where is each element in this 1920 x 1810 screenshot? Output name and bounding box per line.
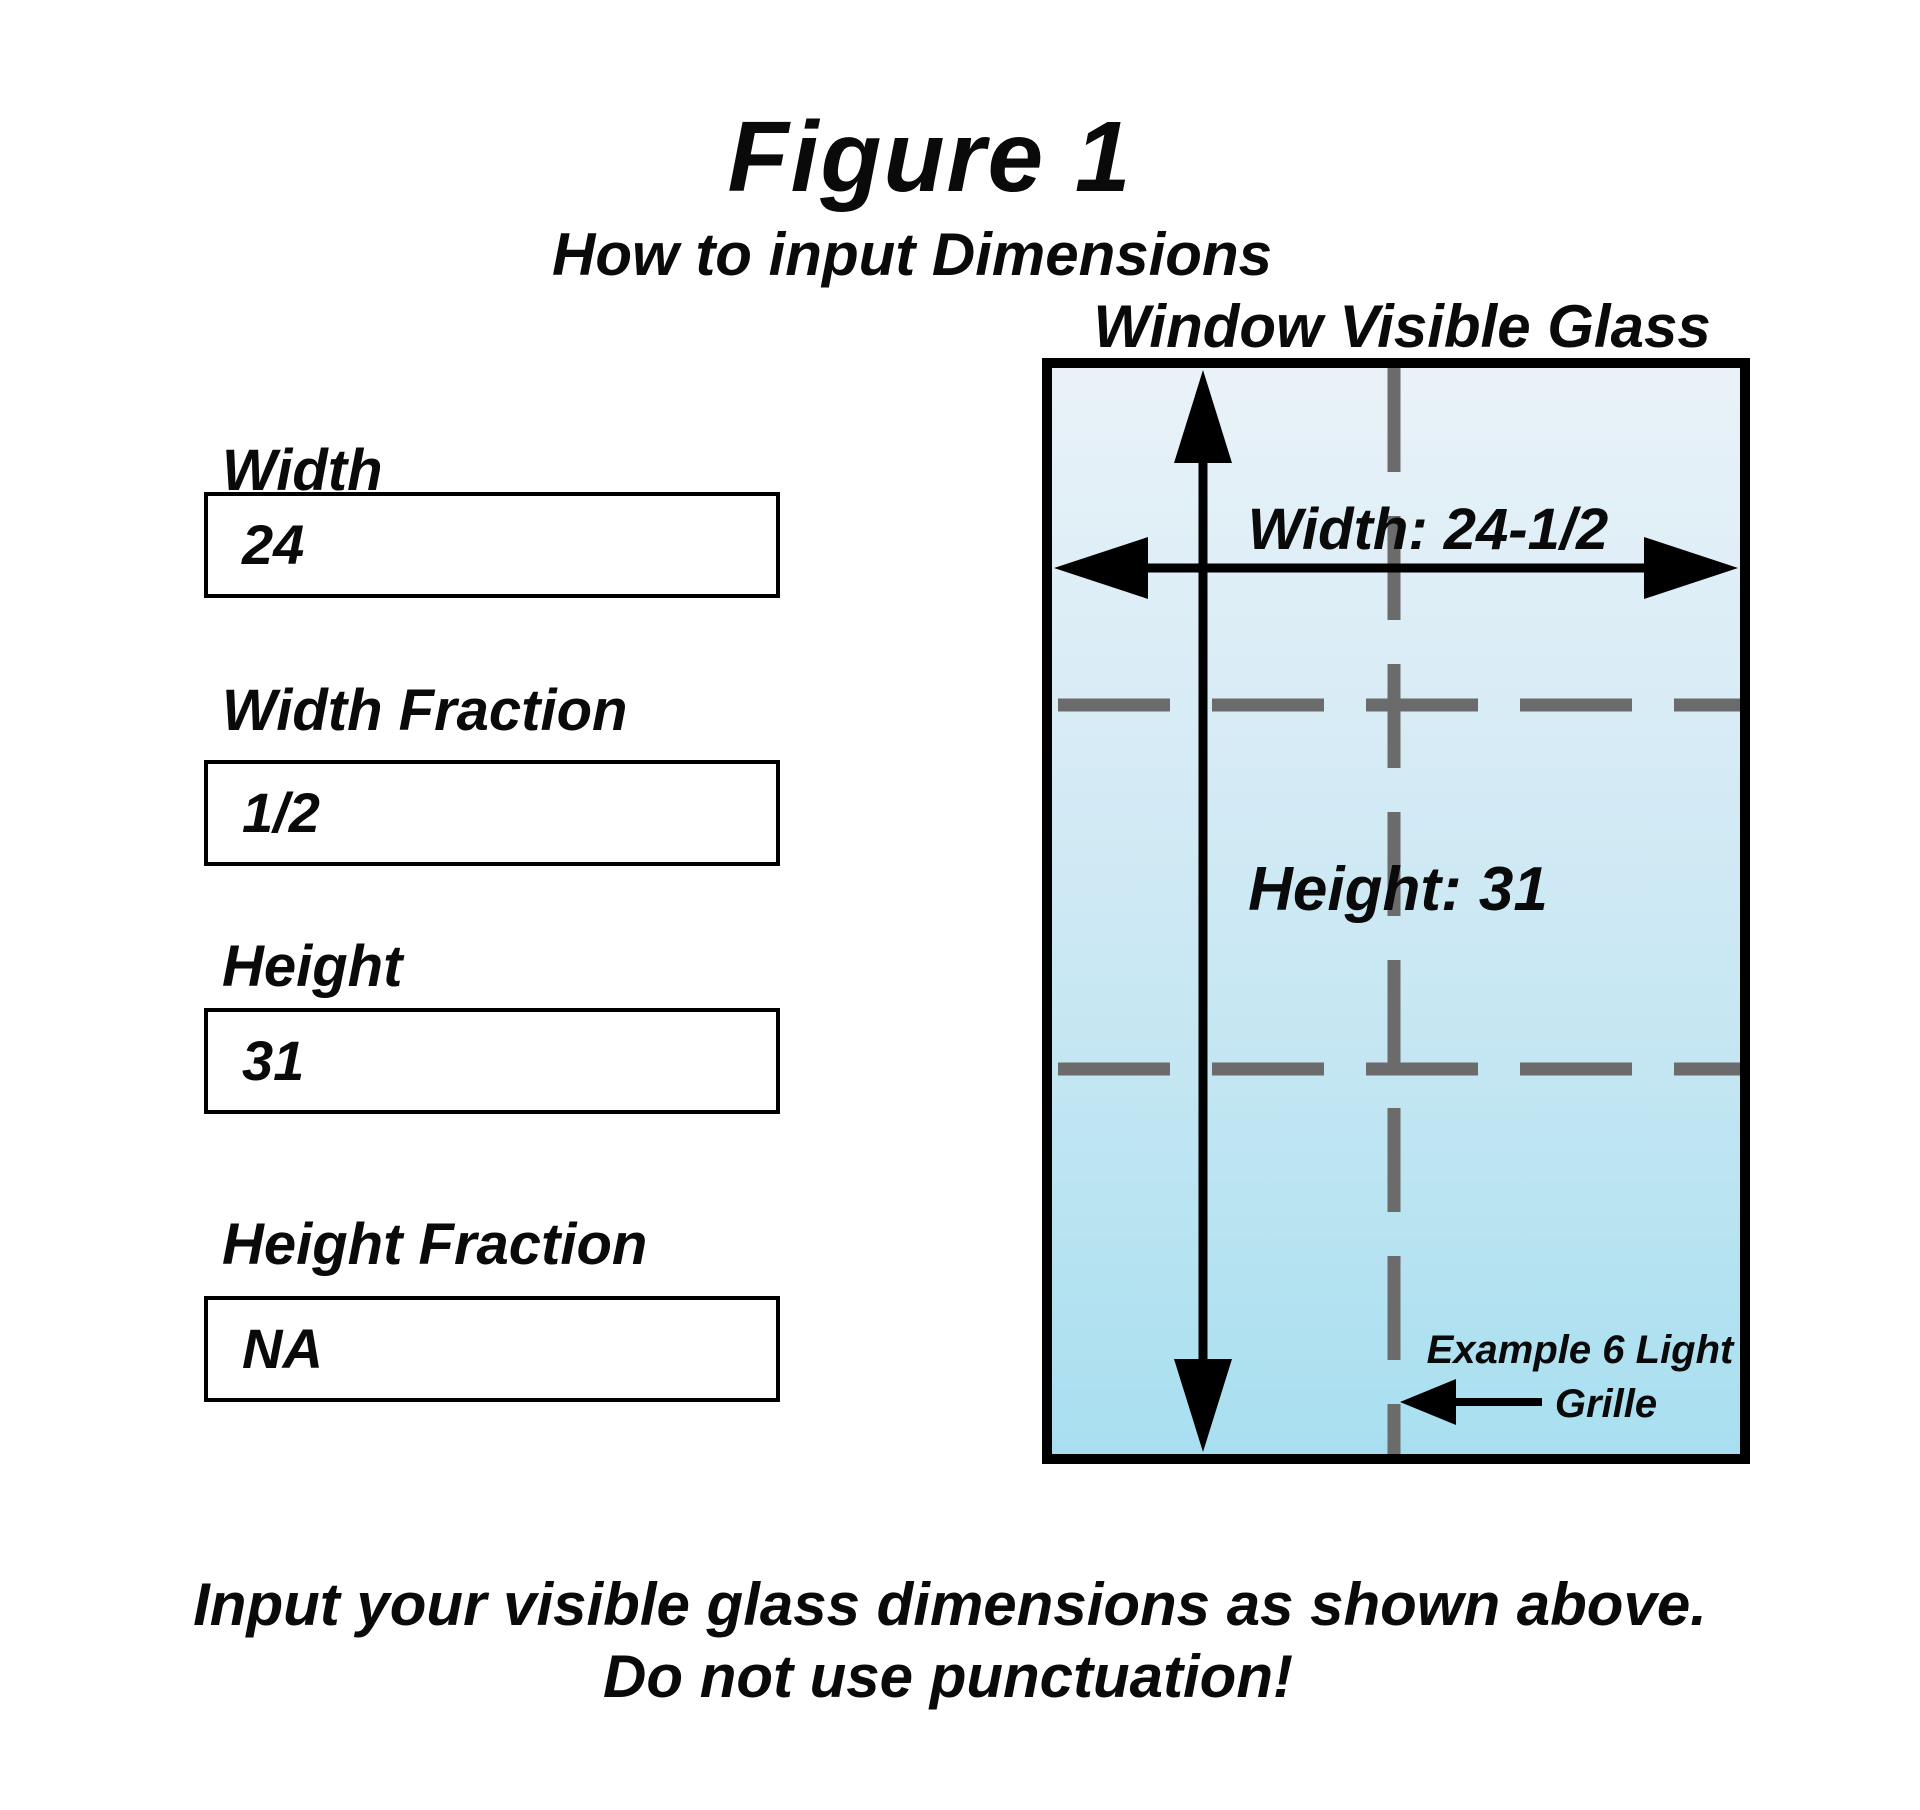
- width-fraction-label: Width Fraction: [222, 678, 628, 743]
- figure-subtitle: How to input Dimensions: [552, 221, 1272, 288]
- height-input[interactable]: 31: [204, 1008, 780, 1114]
- height-value: 31: [242, 1029, 305, 1092]
- grille-pointer-head: [1400, 1379, 1456, 1425]
- width-dimension-annotation: Width: 24-1/2: [1247, 497, 1609, 562]
- grille-note-line1: Example 6 Light: [1426, 1328, 1734, 1372]
- footer-instruction-line2: Do not use punctuation!: [603, 1643, 1293, 1710]
- width-fraction-value: 1/2: [242, 781, 320, 844]
- height-arrow-down-head: [1174, 1359, 1232, 1452]
- figure-title: Figure 1: [727, 101, 1133, 213]
- height-fraction-input[interactable]: NA: [204, 1296, 780, 1402]
- width-arrow-left-head: [1054, 537, 1148, 599]
- height-dimension-annotation: Height: 31: [1248, 855, 1548, 924]
- width-fraction-input[interactable]: 1/2: [204, 760, 780, 866]
- height-arrow-up-head: [1174, 370, 1232, 463]
- window-glass-drawing: [1052, 368, 1740, 1454]
- width-arrow-right-head: [1644, 537, 1738, 599]
- window-glass-diagram: [1042, 358, 1750, 1464]
- width-value: 24: [242, 513, 305, 576]
- width-input[interactable]: 24: [204, 492, 780, 598]
- window-visible-glass-title: Window Visible Glass: [1093, 293, 1711, 360]
- height-fraction-value: NA: [242, 1317, 323, 1380]
- footer-instruction-line1: Input your visible glass dimensions as s…: [193, 1571, 1707, 1638]
- height-fraction-label: Height Fraction: [222, 1212, 648, 1277]
- height-label: Height: [222, 934, 403, 999]
- width-label: Width: [222, 438, 383, 503]
- grille-note-line2: Grille: [1554, 1382, 1658, 1426]
